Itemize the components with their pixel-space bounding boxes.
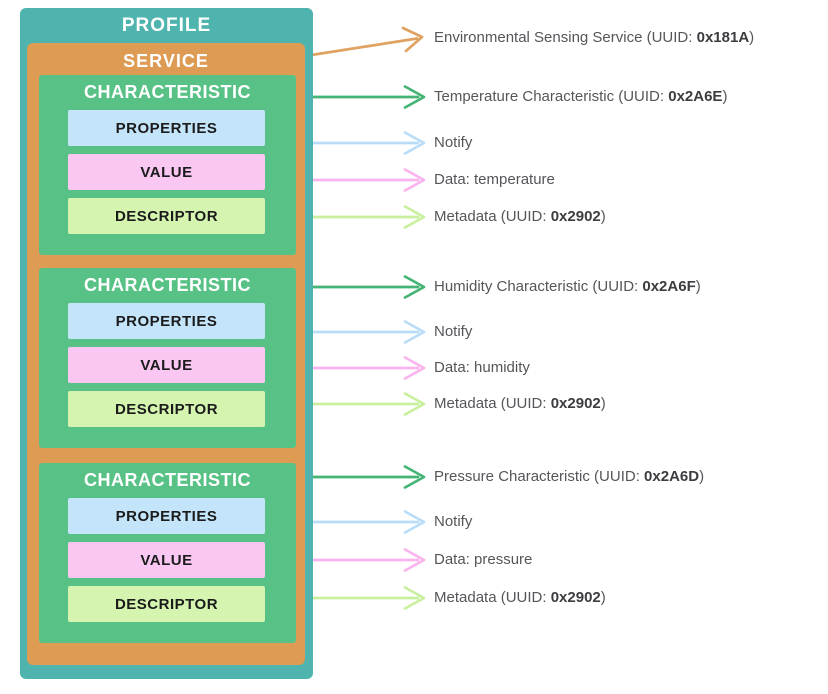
annotation-service: Environmental Sensing Service (UUID: 0x1…: [434, 28, 754, 48]
annotation-text: Metadata (UUID:: [434, 589, 551, 606]
humidity-characteristic-arrow: [294, 275, 426, 299]
properties-box: PROPERTIES: [68, 303, 265, 339]
annotation-temperature-characteristic: Temperature Characteristic (UUID: 0x2A6E…: [434, 87, 727, 107]
annotation-text: Notify: [434, 513, 473, 530]
descriptor-box: DESCRIPTOR: [68, 586, 265, 622]
annotation-suffix: ): [600, 395, 606, 412]
annotation-uuid: 0x2902: [550, 208, 601, 225]
annotation-pressure-properties: Notify: [434, 512, 472, 532]
annotation-pressure-descriptor: Metadata (UUID: 0x2902): [434, 588, 606, 608]
annotation-uuid: 0x181A: [696, 29, 750, 46]
service-label: SERVICE: [123, 51, 209, 71]
properties-box: PROPERTIES: [68, 110, 265, 146]
annotation-text: Metadata (UUID:: [434, 208, 551, 225]
characteristic-box-temperature: CHARACTERISTIC PROPERTIES VALUE DESCRIPT…: [39, 75, 296, 255]
annotation-pressure-characteristic: Pressure Characteristic (UUID: 0x2A6D): [434, 467, 704, 487]
annotation-temperature-descriptor: Metadata (UUID: 0x2902): [434, 207, 606, 227]
characteristic-box-humidity: CHARACTERISTIC PROPERTIES VALUE DESCRIPT…: [39, 268, 296, 448]
annotation-text: Data: humidity: [434, 359, 530, 376]
service-arrow: [303, 26, 424, 58]
annotation-uuid: 0x2902: [550, 395, 601, 412]
annotation-humidity-properties: Notify: [434, 322, 472, 342]
characteristic-label: CHARACTERISTIC: [84, 275, 251, 295]
characteristic-box-pressure: CHARACTERISTIC PROPERTIES VALUE DESCRIPT…: [39, 463, 296, 643]
properties-box: PROPERTIES: [68, 498, 265, 534]
annotation-temperature-properties: Notify: [434, 133, 472, 153]
annotation-suffix: ): [722, 88, 728, 105]
temperature-characteristic-arrow: [294, 85, 426, 109]
annotation-temperature-value: Data: temperature: [434, 170, 555, 190]
annotation-suffix: ): [600, 589, 606, 606]
profile-box: PROFILE SERVICE CHARACTERISTIC PROPERTIE…: [20, 8, 313, 679]
annotation-uuid: 0x2A6F: [642, 278, 696, 295]
descriptor-box: DESCRIPTOR: [68, 198, 265, 234]
annotation-humidity-descriptor: Metadata (UUID: 0x2902): [434, 394, 606, 414]
annotation-text: Notify: [434, 323, 473, 340]
annotation-suffix: ): [749, 29, 755, 46]
profile-label: PROFILE: [121, 15, 212, 36]
value-box: VALUE: [68, 542, 265, 578]
annotation-humidity-characteristic: Humidity Characteristic (UUID: 0x2A6F): [434, 277, 701, 297]
annotation-text: Environmental Sensing Service (UUID:: [434, 29, 697, 46]
annotation-text: Notify: [434, 134, 473, 151]
annotation-text: Data: pressure: [434, 551, 533, 568]
annotation-text: Metadata (UUID:: [434, 395, 551, 412]
descriptor-box: DESCRIPTOR: [68, 391, 265, 427]
annotation-text: Pressure Characteristic (UUID:: [434, 468, 645, 485]
annotation-text: Humidity Characteristic (UUID:: [434, 278, 643, 295]
annotation-uuid: 0x2A6E: [668, 88, 723, 105]
value-box: VALUE: [68, 347, 265, 383]
annotation-suffix: ): [695, 278, 701, 295]
annotation-suffix: ): [699, 468, 705, 485]
value-box: VALUE: [68, 154, 265, 190]
annotation-suffix: ): [600, 208, 606, 225]
annotation-pressure-value: Data: pressure: [434, 550, 532, 570]
pressure-characteristic-arrow: [294, 465, 426, 489]
characteristic-label: CHARACTERISTIC: [84, 470, 251, 490]
annotation-text: Temperature Characteristic (UUID:: [434, 88, 669, 105]
annotation-uuid: 0x2A6D: [644, 468, 700, 485]
characteristic-label: CHARACTERISTIC: [84, 82, 251, 102]
annotation-text: Data: temperature: [434, 171, 555, 188]
annotation-humidity-value: Data: humidity: [434, 358, 530, 378]
annotation-uuid: 0x2902: [550, 589, 601, 606]
service-box: SERVICE CHARACTERISTIC PROPERTIES VALUE …: [27, 43, 305, 665]
